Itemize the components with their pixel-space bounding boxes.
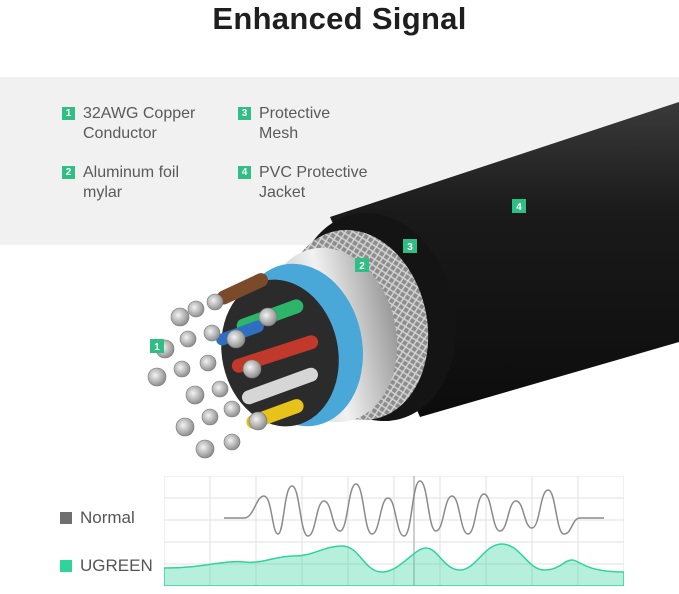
page-title: Enhanced Signal xyxy=(212,1,467,36)
feature-number-4: 4 xyxy=(238,166,251,179)
signal-waveform xyxy=(163,475,625,587)
callout-1: 1 xyxy=(150,339,164,353)
feature-number-3: 3 xyxy=(238,107,251,120)
feature-label-2: Aluminum foil mylar xyxy=(83,164,180,201)
callout-3: 3 xyxy=(403,239,417,253)
svg-text:1: 1 xyxy=(154,342,160,353)
feature-label-1: 32AWG Copper Conductor xyxy=(83,105,196,142)
legend-swatch-normal xyxy=(60,512,72,524)
feature-label-3: Protective Mesh xyxy=(259,105,331,142)
feature-item-1: 1 32AWG Copper Conductor xyxy=(62,104,213,144)
feature-item-2: 2 Aluminum foil mylar xyxy=(62,163,213,203)
callout-4: 4 xyxy=(512,199,526,213)
feature-item-4: 4 PVC Protective Jacket xyxy=(238,163,389,203)
legend-label-ugreen: UGREEN xyxy=(80,556,153,575)
legend-label-normal: Normal xyxy=(80,508,135,527)
normal-signal-curve xyxy=(224,480,604,537)
feature-label-4: PVC Protective Jacket xyxy=(259,164,368,201)
feature-item-3: 3 Protective Mesh xyxy=(238,104,359,144)
svg-text:3: 3 xyxy=(407,242,413,253)
legend-normal: Normal xyxy=(60,508,135,528)
cable-illustration: 1 2 3 4 xyxy=(0,77,679,467)
ugreen-signal-curve xyxy=(163,543,625,587)
legend-ugreen: UGREEN xyxy=(60,556,153,576)
feature-number-1: 1 xyxy=(62,107,75,120)
callout-2: 2 xyxy=(355,258,369,272)
svg-text:2: 2 xyxy=(359,261,365,272)
legend-swatch-ugreen xyxy=(60,560,72,572)
svg-text:4: 4 xyxy=(516,202,522,213)
feature-number-2: 2 xyxy=(62,166,75,179)
